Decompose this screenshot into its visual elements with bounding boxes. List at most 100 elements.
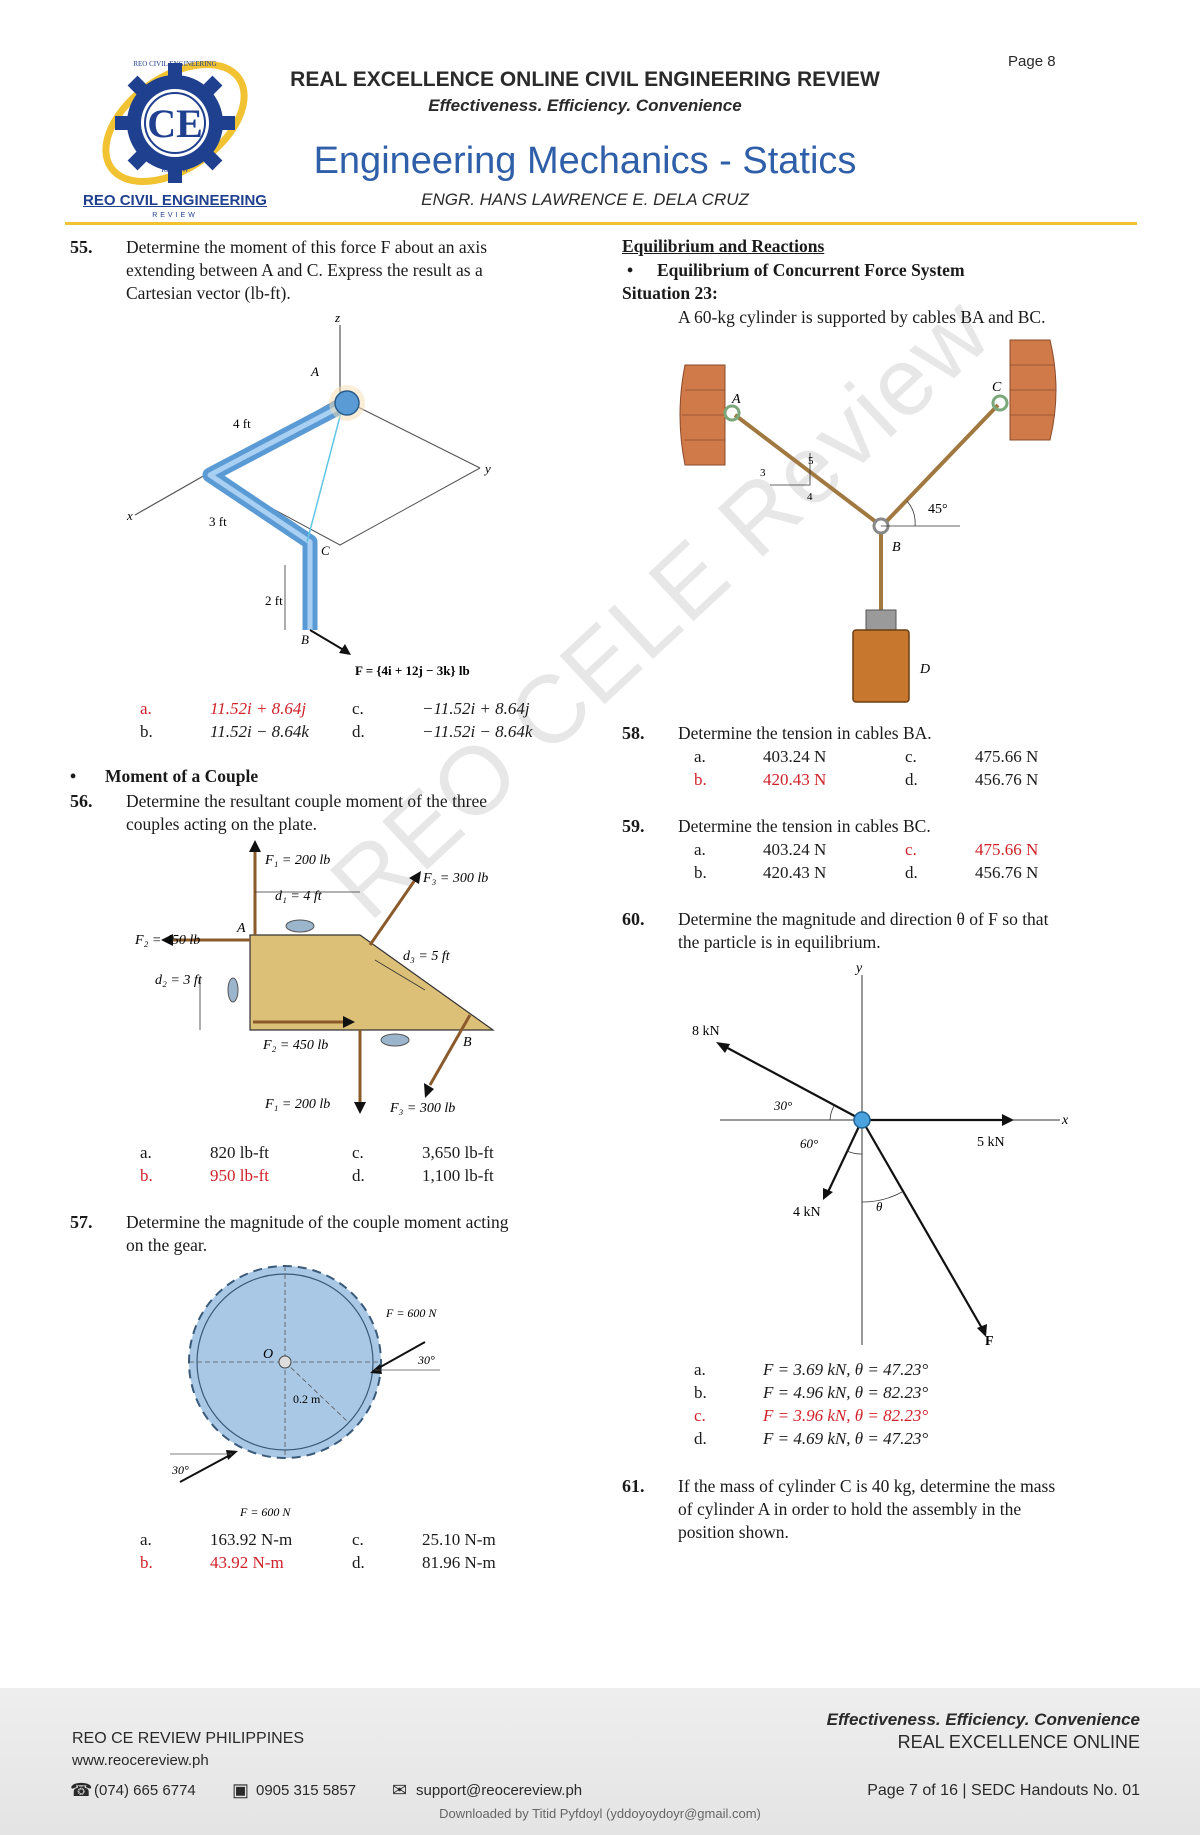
q56-figure: F₁ = 200 lb F₃ = 300 lb d₁ = 4 ft F₂ = 4… (134, 840, 495, 1116)
label-d3: d₃ = 5 ft (403, 949, 451, 964)
q61-line: If the mass of cylinder C is 40 kg, dete… (678, 1476, 1056, 1496)
bullet-icon: • (627, 260, 634, 280)
footer-tagline-2: REAL EXCELLENCE ONLINE (897, 1732, 1140, 1752)
q59-choice-letter: a. (694, 840, 706, 859)
q56-choice-letter: c. (352, 1143, 364, 1162)
q60-choice-value: F = 4.96 kN, θ = 82.23° (763, 1383, 929, 1402)
q60-figure: y x 8 kN 5 kN 4 kN 30° 60° θ F (692, 961, 1069, 1349)
q56-choice-value: 950 lb-ft (210, 1166, 270, 1185)
q55-choice-value: −11.52i + 8.64j (422, 699, 530, 718)
q55-choice-value: 11.52i − 8.64k (210, 722, 309, 741)
label-x: x (1061, 1113, 1069, 1128)
q57-line: on the gear. (126, 1235, 208, 1255)
q60-choice-value: F = 3.96 kN, θ = 82.23° (763, 1406, 929, 1425)
label-angle-top: 30° (417, 1353, 435, 1367)
footer-org: REO CE REVIEW PHILIPPINES (72, 1730, 305, 1747)
footer-page-info: Page 7 of 16 | SEDC Handouts No. 01 (867, 1782, 1140, 1799)
label-radius: 0.2 m (293, 1392, 321, 1406)
q56-line: couples acting on the plate. (126, 814, 317, 834)
logo-band-text: REVIEW (161, 166, 189, 174)
label-f1-top: F₁ = 200 lb (264, 853, 330, 868)
q57-choice-letter: a. (140, 1530, 152, 1549)
slope-4: 4 (807, 491, 813, 503)
footer-email[interactable]: support@reocereview.ph (416, 1782, 583, 1799)
q57-line: Determine the magnitude of the couple mo… (126, 1212, 509, 1232)
q58-choice-letter: d. (905, 770, 918, 789)
label-f: F (985, 1334, 994, 1349)
q56-choice-letter: b. (140, 1166, 153, 1185)
q60-choice-letter: a. (694, 1360, 706, 1379)
header-divider (65, 222, 1137, 225)
label-60deg: 60° (800, 1136, 818, 1151)
q58-choice-letter: b. (694, 770, 707, 789)
footer-tagline: Effectiveness. Efficiency. Convenience (826, 1710, 1140, 1729)
subsection-heading: Equilibrium of Concurrent Force System (657, 260, 965, 280)
q56-line: Determine the resultant couple moment of… (126, 791, 488, 811)
section-heading-equilibrium: Equilibrium and Reactions (622, 236, 825, 256)
footer-mobile[interactable]: 0905 315 5857 (256, 1782, 357, 1799)
label-force-top: F = 600 N (385, 1306, 437, 1320)
footer-website[interactable]: www.reocereview.ph (72, 1752, 209, 1769)
label-4kn: 4 kN (793, 1205, 821, 1220)
label-f1-bottom: F₁ = 200 lb (264, 1097, 330, 1112)
q60-choice-value: F = 4.69 kN, θ = 47.23° (763, 1429, 929, 1448)
force-4kn-arrow (827, 1119, 863, 1193)
q59-choice-value: 456.76 N (975, 863, 1039, 882)
gear-center (278, 1355, 292, 1369)
label-b: B (301, 632, 309, 647)
logo-letters: CE (147, 101, 203, 146)
q55-number: 55. (70, 237, 93, 257)
label-b: B (463, 1035, 472, 1050)
header-tagline: Effectiveness. Efficiency. Convenience (428, 96, 742, 115)
q55-choice-letter: c. (352, 699, 364, 718)
label-f2-bottom: F₂ = 450 lb (262, 1038, 328, 1053)
q56-choice-value: 1,100 lb-ft (422, 1166, 494, 1185)
label-o: O (263, 1347, 273, 1362)
q60-choice-letter: c. (694, 1406, 706, 1425)
dim-4ft: 4 ft (233, 416, 251, 431)
q55-line: extending between A and C. Express the r… (126, 260, 483, 280)
q58-choice-letter: a. (694, 747, 706, 766)
phone-icon: ☎ (70, 1780, 93, 1800)
situation-text: A 60-kg cylinder is supported by cables … (678, 307, 1046, 327)
label-8kn: 8 kN (692, 1024, 720, 1039)
label-angle-45: 45° (928, 502, 948, 517)
footer-phone[interactable]: (074) 665 6774 (94, 1782, 196, 1799)
slope-3: 3 (760, 467, 766, 479)
label-force-bottom: F = 600 N (239, 1505, 291, 1519)
label-theta: θ (876, 1199, 883, 1214)
q61-line: position shown. (678, 1522, 789, 1542)
q55-line: Determine the moment of this force F abo… (126, 237, 488, 257)
q58-number: 58. (622, 723, 645, 743)
q57-choice-letter: b. (140, 1553, 153, 1572)
q56-choice-letter: a. (140, 1143, 152, 1162)
author-name: ENGR. HANS LAWRENCE E. DELA CRUZ (421, 190, 749, 209)
label-d2: d₂ = 3 ft (155, 973, 203, 988)
q59-choice-value: 420.43 N (763, 863, 827, 882)
label-a: A (236, 921, 246, 936)
plate (249, 934, 495, 1031)
q59-choice-value: 403.24 N (763, 840, 827, 859)
label-c: C (992, 380, 1002, 395)
q57-number: 57. (70, 1212, 93, 1232)
q57-choice-value: 163.92 N-m (210, 1530, 293, 1549)
q57-choice-value: 43.92 N-m (210, 1553, 284, 1572)
q61-number: 61. (622, 1476, 645, 1496)
q56-number: 56. (70, 791, 93, 811)
section-heading-couple: Moment of a Couple (105, 766, 259, 786)
q60-choice-letter: d. (694, 1429, 707, 1448)
email-icon: ✉ (392, 1780, 408, 1800)
q61-line: of cylinder A in order to hold the assem… (678, 1499, 1022, 1519)
cable-ac (306, 404, 344, 543)
force-f-label: F = {4i + 12j − 3k} lb (355, 663, 470, 678)
situation-label: Situation 23: (622, 283, 718, 303)
q60-line: the particle is in equilibrium. (678, 932, 881, 952)
q61-text: If the mass of cylinder C is 40 kg, dete… (678, 1475, 1138, 1544)
header-title: REAL EXCELLENCE ONLINE CIVIL ENGINEERING… (290, 68, 880, 91)
label-angle-bottom: 30° (171, 1463, 189, 1477)
dim-2ft: 2 ft (265, 593, 283, 608)
label-f2-left: F₂ = 450 lb (134, 933, 200, 948)
label-30deg: 30° (773, 1098, 792, 1113)
label-b: B (892, 540, 901, 555)
q59-choice-letter: c. (905, 840, 917, 859)
